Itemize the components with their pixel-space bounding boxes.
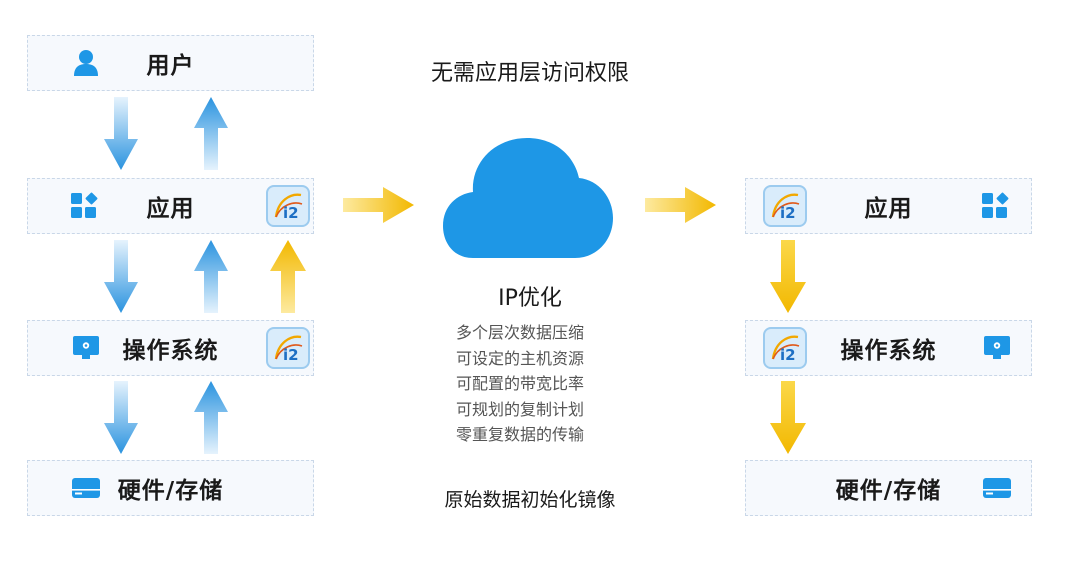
arrow-down-icon <box>104 381 138 454</box>
svg-text:i2: i2 <box>780 204 796 222</box>
right-os-label: 操作系统 <box>840 338 937 364</box>
feature-item: 零重复数据的传输 <box>455 425 584 444</box>
i2-logo-icon: i2 <box>266 185 310 227</box>
cloud-icon <box>443 138 613 258</box>
app-grid-icon <box>982 192 1009 218</box>
left-user-box: 用户 <box>27 35 314 91</box>
app-grid-icon <box>71 192 98 218</box>
arrow-up-yellow-icon <box>270 240 306 313</box>
feature-list: 多个层次数据压缩 可设定的主机资源 可配置的带宽比率 可规划的复制计划 零重复数… <box>420 320 620 448</box>
arrow-up-icon <box>194 97 228 170</box>
arrow-up-icon <box>194 381 228 454</box>
storage-drive-icon <box>72 478 100 498</box>
left-hw-box: 硬件/存储 <box>27 460 314 516</box>
os-monitor-icon <box>73 336 99 359</box>
i2-logo-icon: i2 <box>763 327 807 369</box>
top-caption: 无需应用层访问权限 <box>430 61 629 86</box>
feature-item: 可设定的主机资源 <box>455 348 584 368</box>
i2-logo-icon: i2 <box>266 327 310 369</box>
storage-drive-icon <box>983 478 1011 498</box>
svg-text:i2: i2 <box>283 346 299 364</box>
i2-logo-icon: i2 <box>763 185 807 227</box>
bottom-caption: 原始数据初始化镜像 <box>444 489 616 511</box>
right-app-box: i2 应用 <box>745 178 1032 234</box>
right-hw-box: 硬件/存储 <box>745 460 1032 516</box>
feature-item: 多个层次数据压缩 <box>455 323 584 342</box>
cloud-label: IP优化 <box>498 286 562 311</box>
left-hw-label: 硬件/存储 <box>117 478 224 504</box>
left-app-box: 应用 i2 <box>27 178 314 234</box>
feature-item: 可规划的复制计划 <box>455 399 584 419</box>
left-user-label: 用户 <box>146 53 195 79</box>
right-hw-label: 硬件/存储 <box>835 478 942 504</box>
svg-text:i2: i2 <box>780 346 796 364</box>
arrow-down-yellow-icon <box>770 240 806 313</box>
arrow-up-icon <box>194 240 228 313</box>
right-app-label: 应用 <box>864 196 913 222</box>
right-os-box: i2 操作系统 <box>745 320 1032 376</box>
left-app-label: 应用 <box>146 196 195 222</box>
arrow-down-icon <box>104 97 138 170</box>
arrow-down-icon <box>104 240 138 313</box>
user-icon <box>74 50 98 76</box>
arrow-right-yellow-icon <box>343 187 414 223</box>
arrow-right-yellow-icon <box>645 187 716 223</box>
os-monitor-icon <box>984 336 1010 359</box>
arrow-down-yellow-icon <box>770 381 806 454</box>
svg-text:i2: i2 <box>283 204 299 222</box>
left-os-box: 操作系统 i2 <box>27 320 314 376</box>
feature-item: 可配置的带宽比率 <box>455 374 584 393</box>
left-os-label: 操作系统 <box>122 338 219 364</box>
